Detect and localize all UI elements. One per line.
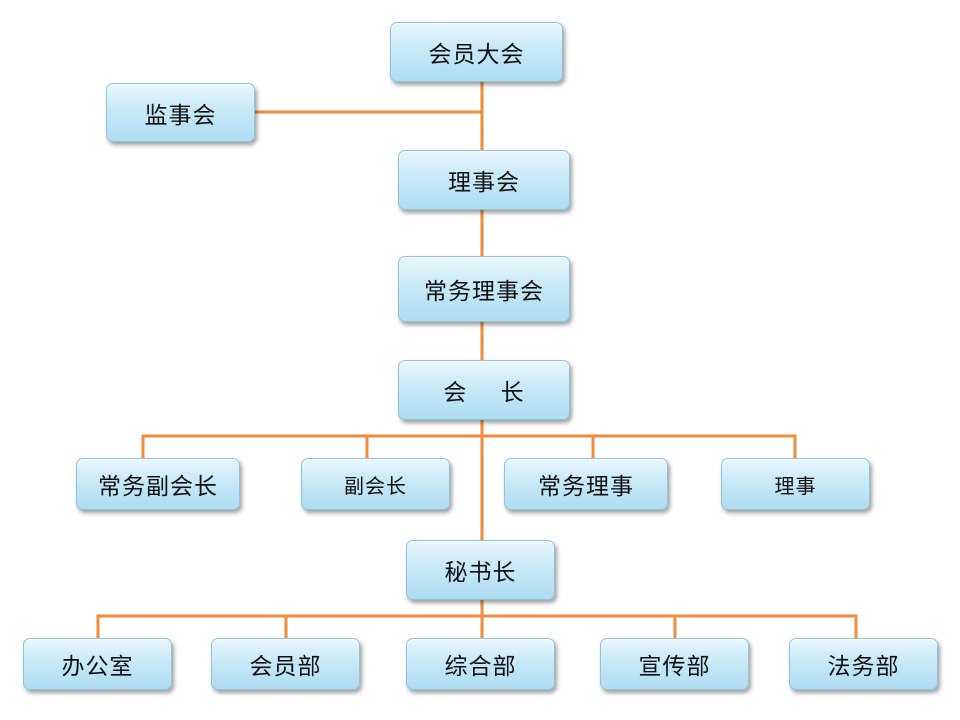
connector-group bbox=[96, 80, 858, 640]
node-vice-president: 副会长 bbox=[301, 458, 450, 510]
node-membership-department: 会员部 bbox=[211, 638, 360, 690]
node-office: 办公室 bbox=[23, 638, 172, 690]
node-council: 理事会 bbox=[398, 150, 570, 210]
node-supervisory-board: 监事会 bbox=[106, 83, 255, 142]
node-publicity-department: 宣传部 bbox=[600, 638, 749, 690]
node-legal-department: 法务部 bbox=[789, 638, 938, 690]
node-general-department: 综合部 bbox=[406, 638, 555, 690]
node-standing-director: 常务理事 bbox=[504, 458, 668, 510]
node-standing-council: 常务理事会 bbox=[398, 256, 570, 322]
node-director: 理事 bbox=[721, 458, 870, 510]
node-president: 会 长 bbox=[398, 360, 570, 420]
node-executive-vice-president: 常务副会长 bbox=[76, 458, 240, 510]
node-general-assembly: 会员大会 bbox=[390, 22, 563, 82]
node-secretary-general: 秘书长 bbox=[406, 540, 555, 600]
